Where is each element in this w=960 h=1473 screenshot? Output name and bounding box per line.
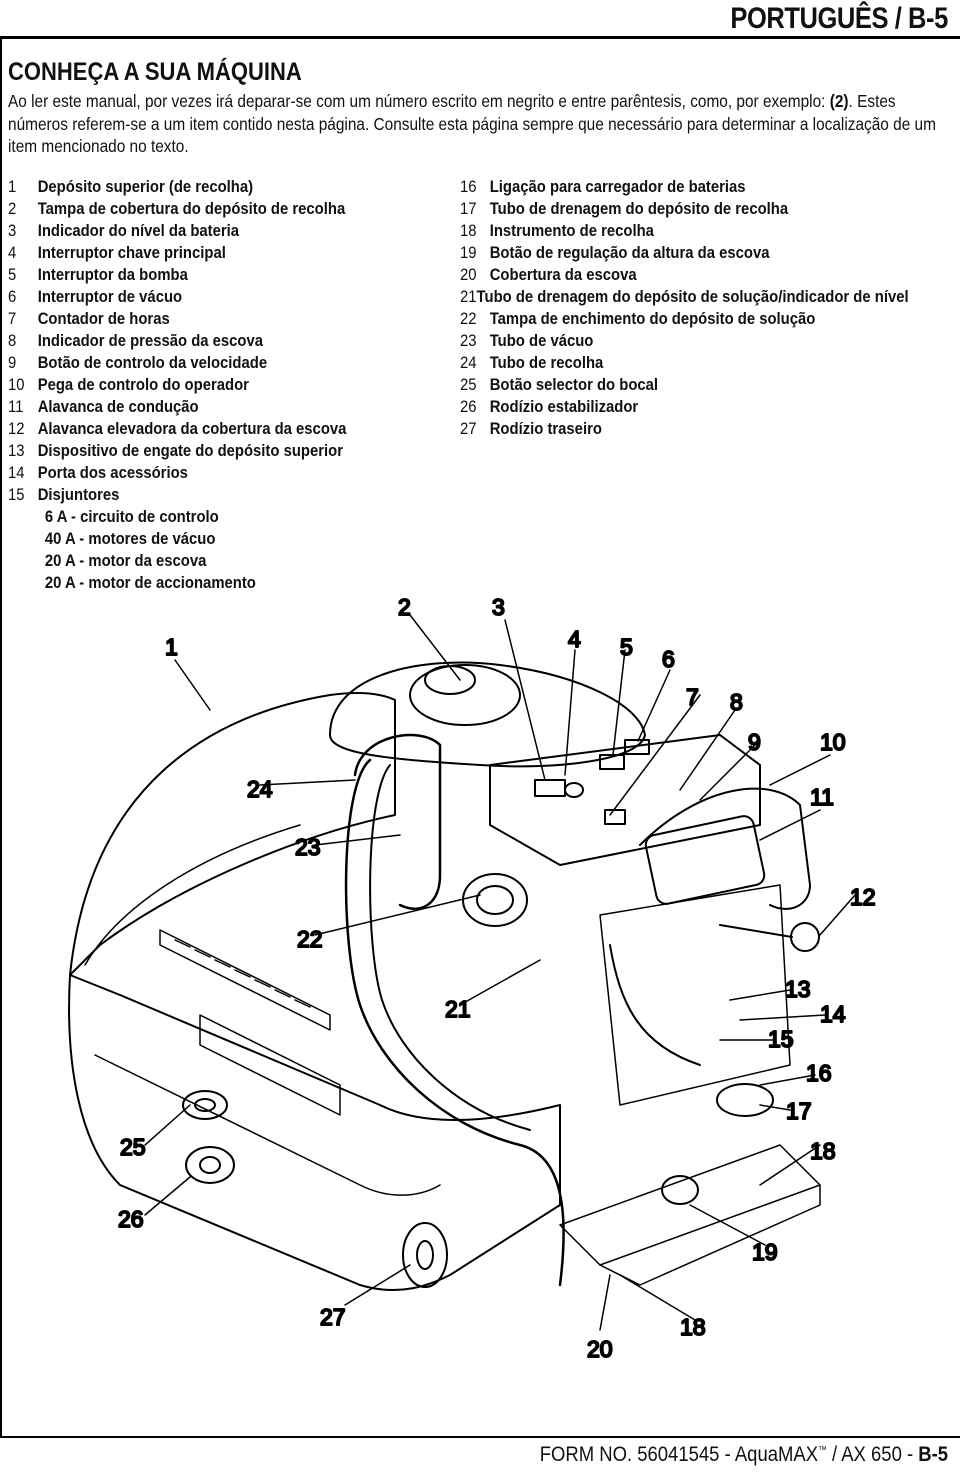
leader-lines <box>144 614 856 1331</box>
intro-text-a: Ao ler este manual, por vezes irá depara… <box>8 91 830 111</box>
callout-8: 8 <box>730 689 743 715</box>
callout-4: 4 <box>568 626 581 652</box>
machine-diagram: 1 2 3 4 5 6 7 8 9 10 11 12 13 14 15 16 1… <box>68 593 877 1363</box>
callout-5: 5 <box>620 634 633 660</box>
callout-18: 18 <box>810 1138 836 1164</box>
nozzle-selector-knob <box>182 1090 228 1120</box>
intro-bold-ref: (2) <box>829 91 849 111</box>
callout-10: 10 <box>820 729 846 755</box>
footer-model: / AX 650 - <box>826 1443 919 1466</box>
page-header-language: PORTUGUÊS / B-5 <box>730 2 949 35</box>
recovery-tank-dome <box>69 691 396 976</box>
callout-16: 16 <box>806 1060 832 1086</box>
page-footer: FORM NO. 56041545 - AquaMAX™ / AX 650 - … <box>540 1443 948 1467</box>
rear-caster <box>402 1222 448 1288</box>
intro-text-b: . Estes números referem-se a um item con… <box>8 91 936 156</box>
brush-height-knob <box>661 1175 699 1205</box>
callout-14: 14 <box>820 1001 846 1027</box>
callout-17: 17 <box>786 1098 812 1124</box>
callout-27: 27 <box>320 1304 346 1330</box>
footer-rule <box>0 1436 960 1438</box>
callout-6: 6 <box>662 646 675 672</box>
footer-trademark: ™ <box>817 1445 827 1456</box>
vacuum-hose <box>353 733 442 910</box>
lift-lever-ball <box>790 922 820 952</box>
operator-handle <box>639 787 811 910</box>
control-console <box>489 734 761 866</box>
callout-1: 1 <box>165 634 178 660</box>
solution-fill-cap <box>462 873 528 927</box>
callout-20: 20 <box>587 1336 613 1362</box>
callout-21: 21 <box>445 996 471 1022</box>
callout-22: 22 <box>297 926 323 952</box>
vent-slots <box>159 929 331 1031</box>
callout-7: 7 <box>686 684 699 710</box>
page-border-left <box>0 36 2 1436</box>
callout-18b: 18 <box>680 1314 706 1340</box>
callout-labels: 1 2 3 4 5 6 7 8 9 10 11 12 13 14 15 16 1… <box>117 593 877 1363</box>
stabilizer-caster <box>185 1146 235 1184</box>
breaker-item: 20 A - motor de accionamento <box>44 574 256 592</box>
callout-9: 9 <box>748 729 761 755</box>
intro-paragraph: Ao ler este manual, por vezes irá depara… <box>8 90 950 158</box>
footer-form-number: FORM NO. 56041545 - AquaMAX <box>539 1443 818 1466</box>
callout-19: 19 <box>752 1239 778 1265</box>
recovery-hose <box>344 758 565 1287</box>
callout-11: 11 <box>810 784 834 810</box>
header-rule <box>0 36 960 39</box>
callout-13: 13 <box>785 976 811 1002</box>
callout-12: 12 <box>850 884 876 910</box>
callout-26: 26 <box>118 1206 144 1232</box>
callout-15: 15 <box>768 1026 794 1052</box>
callout-3: 3 <box>492 594 505 620</box>
breaker-item: 40 A - motores de vácuo <box>44 530 216 548</box>
callout-23: 23 <box>295 834 321 860</box>
callout-24: 24 <box>247 776 273 802</box>
front-nameplate <box>199 1014 341 1116</box>
callout-25: 25 <box>120 1134 146 1160</box>
footer-page-number: B-5 <box>918 1443 948 1466</box>
callout-2: 2 <box>398 594 411 620</box>
breaker-item: 20 A - motor da escova <box>44 552 207 570</box>
breaker-item: 6 A - circuito de controlo <box>44 508 219 526</box>
solution-tank-body <box>68 974 561 1292</box>
section-title: CONHEÇA A SUA MÁQUINA <box>8 58 302 86</box>
